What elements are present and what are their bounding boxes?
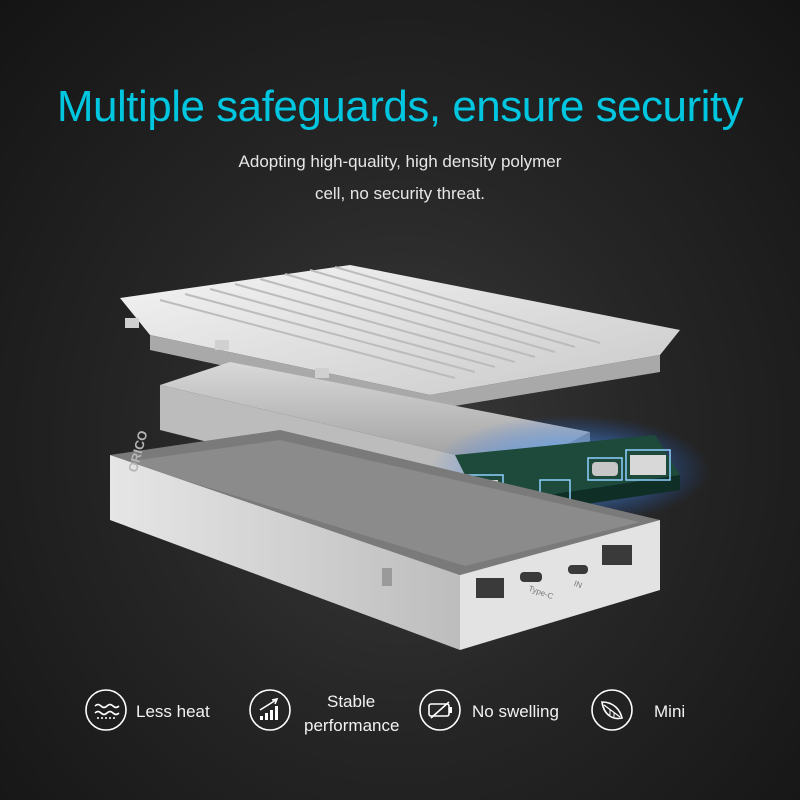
feature-less-heat: Less heat bbox=[84, 676, 224, 756]
rising-bars-icon bbox=[249, 689, 291, 731]
subtitle-line-1: Adopting high-quality, high density poly… bbox=[238, 152, 562, 171]
feature-label-no-swelling: No swelling bbox=[472, 702, 559, 721]
feature-label-mini: Mini bbox=[654, 702, 686, 721]
bottom-shell bbox=[110, 430, 660, 650]
feature-label-performance: performance bbox=[304, 716, 400, 735]
headline: Multiple safeguards, ensure security bbox=[56, 82, 744, 131]
leaf-icon bbox=[591, 689, 633, 731]
feature-label-less-heat: Less heat bbox=[136, 702, 210, 721]
feature-label-stable: Stable bbox=[327, 692, 376, 711]
feature-row: Less heat Stable performance No swelling bbox=[0, 676, 800, 756]
subtitle-line-2: cell, no security threat. bbox=[314, 184, 486, 203]
feature-stable-performance: Stable performance bbox=[248, 676, 408, 756]
waves-heat-icon bbox=[85, 689, 127, 731]
top-cover bbox=[120, 265, 680, 410]
no-swelling-battery-icon bbox=[419, 689, 461, 731]
feature-no-swelling: No swelling bbox=[418, 676, 578, 756]
feature-mini: Mini bbox=[590, 676, 710, 756]
